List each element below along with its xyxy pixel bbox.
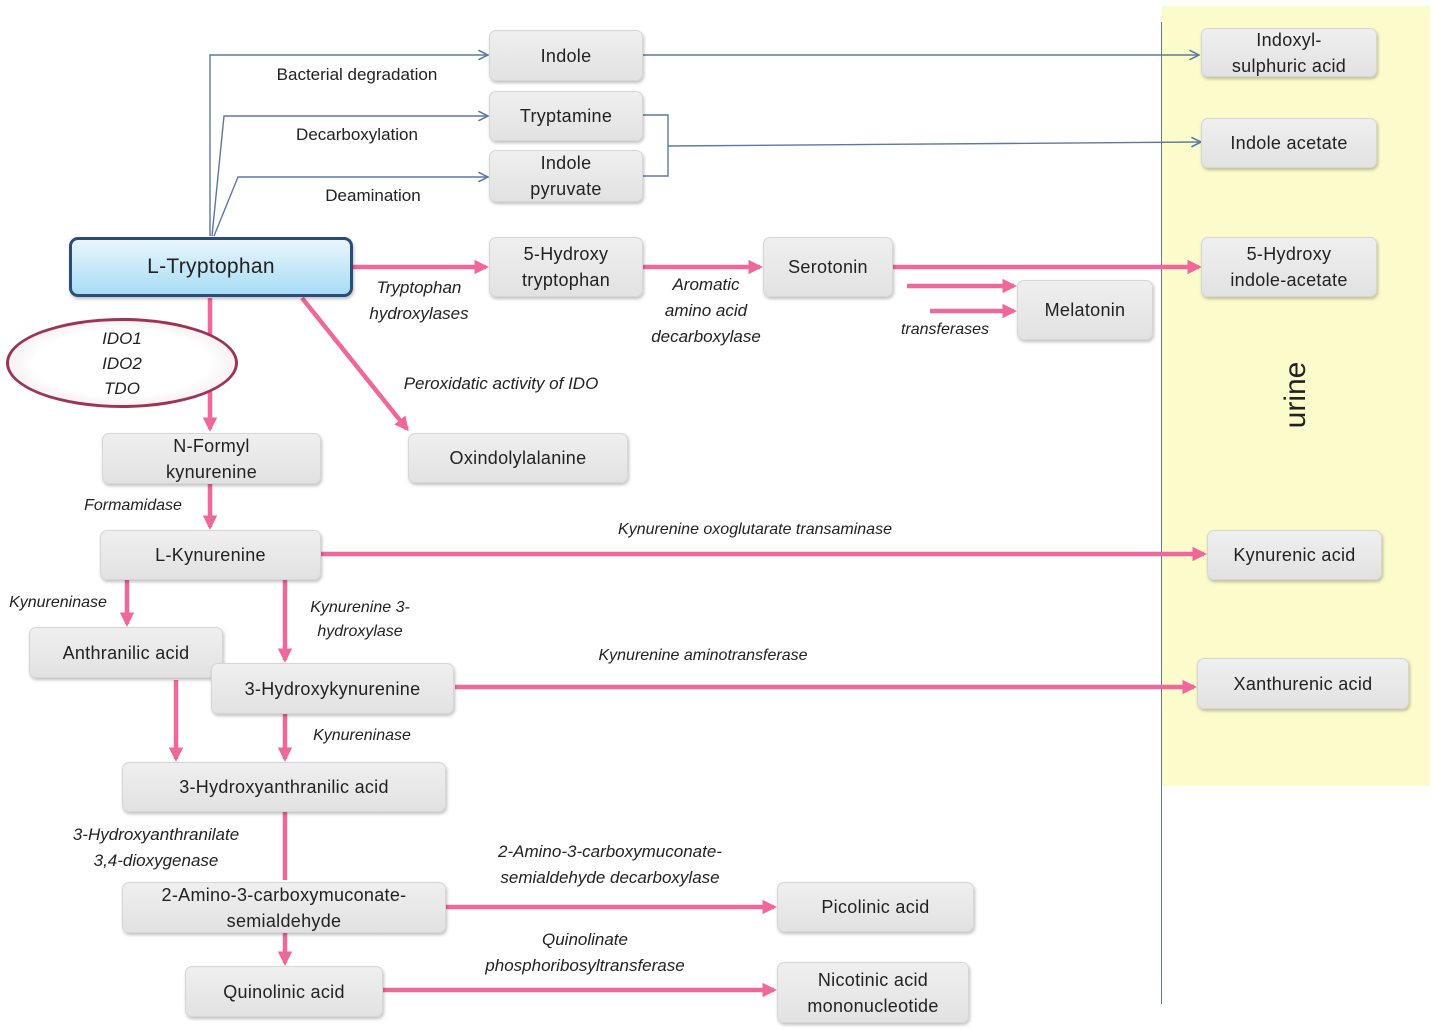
label-formamidase: Formamidase (84, 497, 182, 514)
label-bacterial-degradation: Bacterial degradation (276, 65, 438, 84)
node-l-tryptophan: L-Tryptophan (69, 237, 353, 297)
node-3-hydroxyanthranilic-acid: 3-Hydroxyanthranilic acid (122, 762, 446, 812)
urine-label: urine (1279, 361, 1312, 429)
node-l-kynurenine: L-Kynurenine (100, 530, 321, 580)
node-nicotinic-acid-mononucleotide: Nicotinic acid mononucleotide (777, 962, 969, 1023)
urine-divider-line (1161, 22, 1162, 1004)
node-indole-acetate: Indole acetate (1201, 118, 1377, 168)
node-serotonin: Serotonin (763, 237, 893, 297)
pink-arrows (119, 259, 1207, 998)
node-3-hydroxykynurenine: 3-Hydroxykynurenine (211, 663, 454, 714)
blue-arrows (209, 55, 1201, 237)
node-quinolinic-acid: Quinolinic acid (185, 966, 383, 1017)
bracket (643, 114, 669, 177)
label-deamination: Deamination (325, 186, 421, 205)
node-acms: 2-Amino-3-carboxymuconate- semialdehyde (122, 882, 446, 933)
label-kynurenine-oxoglutarate-transaminase: Kynurenine oxoglutarate transaminase (618, 521, 892, 538)
label-aromatic-amino-acid-decarboxylase: Aromatic amino acid decarboxylase (651, 275, 761, 346)
node-indoxyl-sulphuric-acid: Indoxyl- sulphuric acid (1201, 28, 1377, 77)
label-3-hydroxyanthranilate-dioxygenase: 3-Hydroxyanthranilate 3,4-dioxygenase (72, 825, 240, 870)
arrow-to-indole-acetate (667, 142, 1201, 146)
label-tryptophan-hydroxylases: Tryptophan hydroxylases (369, 278, 469, 323)
node-kynurenic-acid: Kynurenic acid (1207, 530, 1382, 580)
label-kynurenine-aminotransferase: Kynurenine aminotransferase (598, 647, 808, 664)
node-picolinic-acid: Picolinic acid (777, 882, 974, 932)
label-kynurenine-3-hydroxylase: Kynurenine 3- hydroxylase (310, 599, 410, 640)
node-melatonin: Melatonin (1017, 280, 1153, 340)
arrow-trp-to-oxindolylalanine (300, 296, 409, 432)
node-5-hydroxyindole-acetate: 5-Hydroxy indole-acetate (1201, 237, 1377, 297)
label-quinolinate-phosphoribosyltransferase: Quinolinate phosphoribosyltransferase (485, 930, 685, 975)
label-transferases: transferases (900, 321, 990, 338)
label-kynureninase-2: Kynureninase (313, 727, 411, 744)
arrow-to-indole-pyruvate (213, 177, 488, 237)
node-5-hydroxytryptophan: 5-Hydroxy tryptophan (489, 237, 643, 297)
enzymes-ellipse: IDO1 IDO2 TDO (6, 318, 238, 408)
node-indole: Indole (489, 30, 643, 81)
node-indole-pyruvate: Indole pyruvate (489, 150, 643, 202)
node-xanthurenic-acid: Xanthurenic acid (1197, 658, 1409, 709)
node-oxindolylalanine: Oxindolylalanine (408, 433, 628, 483)
node-tryptamine: Tryptamine (489, 91, 643, 141)
arrow-to-tryptamine (211, 116, 488, 237)
label-acms-decarboxylase: 2-Amino-3-carboxymuconate- semialdehyde … (498, 842, 722, 887)
node-n-formylkynurenine: N-Formyl kynurenine (102, 433, 321, 484)
label-decarboxylation: Decarboxylation (296, 125, 418, 144)
arrow-to-indole (209, 55, 488, 236)
node-anthranilic-acid: Anthranilic acid (29, 627, 223, 678)
label-peroxidatic-activity: Peroxidatic activity of IDO (403, 374, 599, 393)
label-kynureninase-1: Kynureninase (9, 594, 107, 611)
